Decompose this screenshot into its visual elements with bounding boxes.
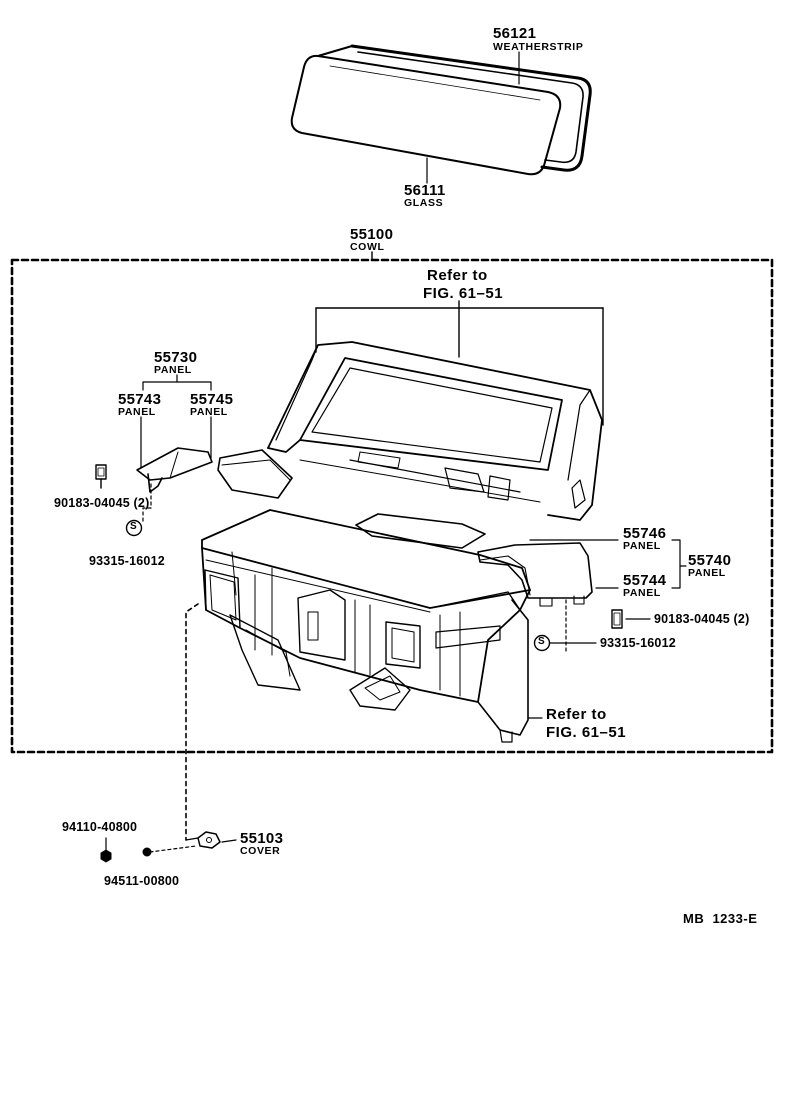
panel-55740-number: 55740 (688, 552, 732, 569)
glass-name: GLASS (404, 197, 444, 209)
cowl-name: COWL (350, 241, 385, 253)
clip-right-drawing (611, 609, 623, 629)
weatherstrip-number: 56121 (493, 25, 537, 42)
screw-right-symbol: S (538, 636, 546, 647)
right-panels-drawing (477, 542, 593, 607)
cover-drawing (197, 831, 221, 849)
screw-right-circle (533, 634, 551, 652)
cowl-number: 55100 (350, 226, 394, 243)
refer-top-line1: Refer to (427, 267, 488, 284)
cover-name: COVER (240, 845, 281, 857)
glass-drawing (290, 54, 562, 176)
cowl-boundary (10, 258, 774, 754)
refer-top-line2: FIG. 61–51 (423, 285, 504, 302)
panel-55745-name: PANEL (190, 406, 228, 418)
cover-number: 55103 (240, 830, 284, 847)
weatherstrip-drawing (317, 44, 592, 172)
left-panels-drawing (136, 447, 293, 499)
panel-55744-name: PANEL (623, 587, 661, 599)
windshield-frame-drawing (267, 341, 603, 521)
screw-right-part-number: 93315-16012 (600, 636, 676, 650)
clip-left-drawing (95, 464, 107, 489)
panel-55744-number: 55744 (623, 572, 667, 589)
refer-bottom-line2: FIG. 61–51 (546, 724, 627, 741)
clip-right-part-number: 90183-04045 (2) (654, 612, 750, 626)
washer-drawing (142, 847, 152, 857)
right-leaders (527, 539, 687, 719)
weatherstrip-name: WEATHERSTRIP (493, 41, 584, 53)
screw-left-part-number: 93315-16012 (89, 554, 165, 568)
panel-55743-name: PANEL (118, 406, 156, 418)
nut-part-number: 94110-40800 (62, 820, 138, 834)
panel-55740-name: PANEL (688, 567, 726, 579)
screw-left-symbol: S (130, 521, 138, 532)
panel-55730-name: PANEL (154, 364, 192, 376)
center-panel-drawing (355, 513, 486, 549)
cover-leaders (105, 603, 237, 853)
panel-55746-name: PANEL (623, 540, 661, 552)
diagram-code: MB 1233-E (683, 911, 758, 926)
refer-top-bracket (315, 300, 604, 426)
screw-left-circle (125, 519, 143, 537)
washer-part-number: 94511-00800 (104, 874, 180, 888)
nut-drawing (100, 849, 112, 863)
clip-left-part-number: 90183-04045 (2) (54, 496, 150, 510)
cowl-body-drawing (201, 509, 531, 743)
panel-55730-number: 55730 (154, 349, 198, 366)
panel-55745-number: 55745 (190, 391, 234, 408)
left-leaders (140, 374, 212, 523)
panel-55743-number: 55743 (118, 391, 162, 408)
glass-number: 56111 (404, 182, 446, 199)
refer-bottom-line1: Refer to (546, 706, 607, 723)
panel-55746-number: 55746 (623, 525, 667, 542)
